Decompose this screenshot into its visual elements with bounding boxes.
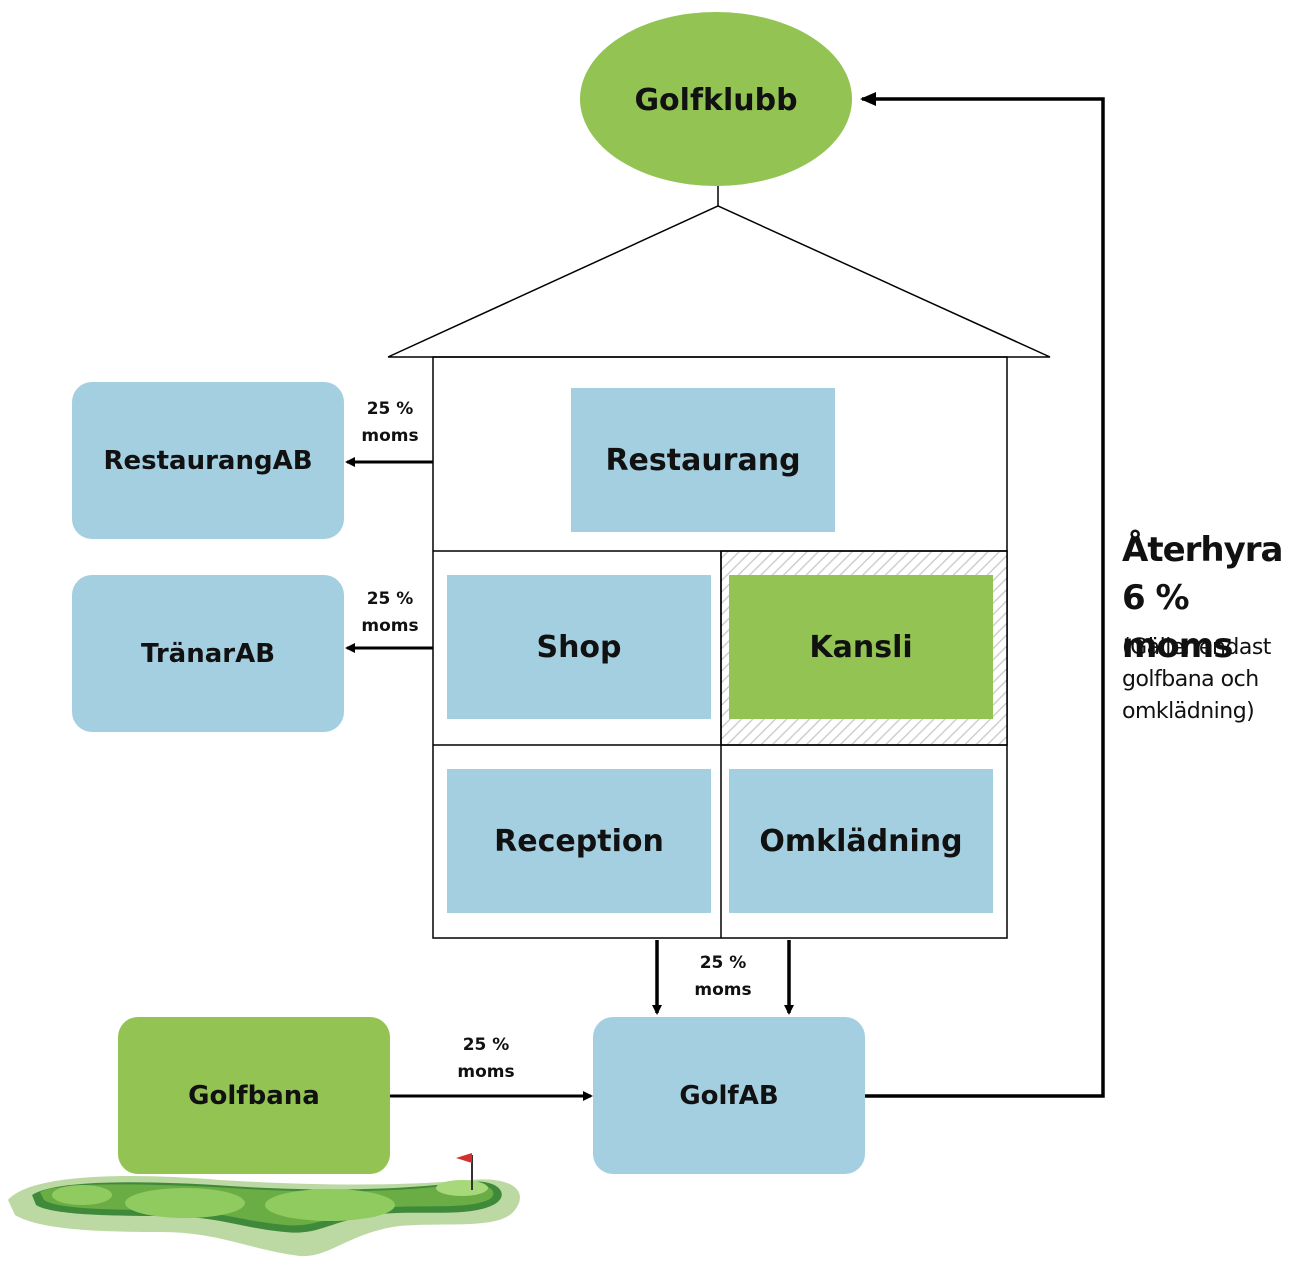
kansli-box: Kansli [729,575,993,719]
tranarab-box: TränarAB [72,575,344,732]
aterhyra-note-line1: (Gäller endast [1122,635,1271,660]
omkladning-box: Omklädning [729,769,993,913]
house-roof [387,205,1051,358]
restaurang-box: Restaurang [571,388,835,532]
aterhyra-note: (Gäller endast golfbana och omklädning) [1122,632,1271,728]
aterhyra-title: Återhyra 6 % moms [1122,526,1307,670]
golf-course-illustration [8,1153,520,1257]
restaurangab-vat-rate: 25 % [366,399,414,419]
building-vat-word: moms [694,980,752,1000]
restaurangab-vat-label: 25 % moms [345,396,435,450]
golfab-box: GolfAB [593,1017,865,1174]
golfklubb-ellipse [580,12,852,186]
building-vat-label: 25 % moms [678,950,768,1004]
aterhyra-title-line1: Återhyra [1122,530,1283,570]
tranarab-vat-rate: 25 % [366,589,414,609]
shop-box: Shop [447,575,711,719]
aterhyra-note-line2: golfbana och [1122,667,1259,692]
aterhyra-title-line2: 6 % moms [1122,578,1233,666]
golfbana-vat-word: moms [457,1062,515,1082]
arrow-golfab-to-golfklubb [860,92,1105,1098]
restaurangab-box: RestaurangAB [72,382,344,539]
building-vat-rate: 25 % [699,953,747,973]
golfbana-box: Golfbana [118,1017,390,1174]
golfbana-vat-rate: 25 % [462,1035,510,1055]
golfbana-vat-label: 25 % moms [441,1032,531,1086]
tranarab-vat-label: 25 % moms [345,586,435,640]
tranarab-vat-word: moms [361,616,419,636]
reception-box: Reception [447,769,711,913]
aterhyra-note-line3: omklädning) [1122,699,1255,724]
golfklubb-label: Golfklubb [634,82,798,118]
restaurangab-vat-word: moms [361,426,419,446]
